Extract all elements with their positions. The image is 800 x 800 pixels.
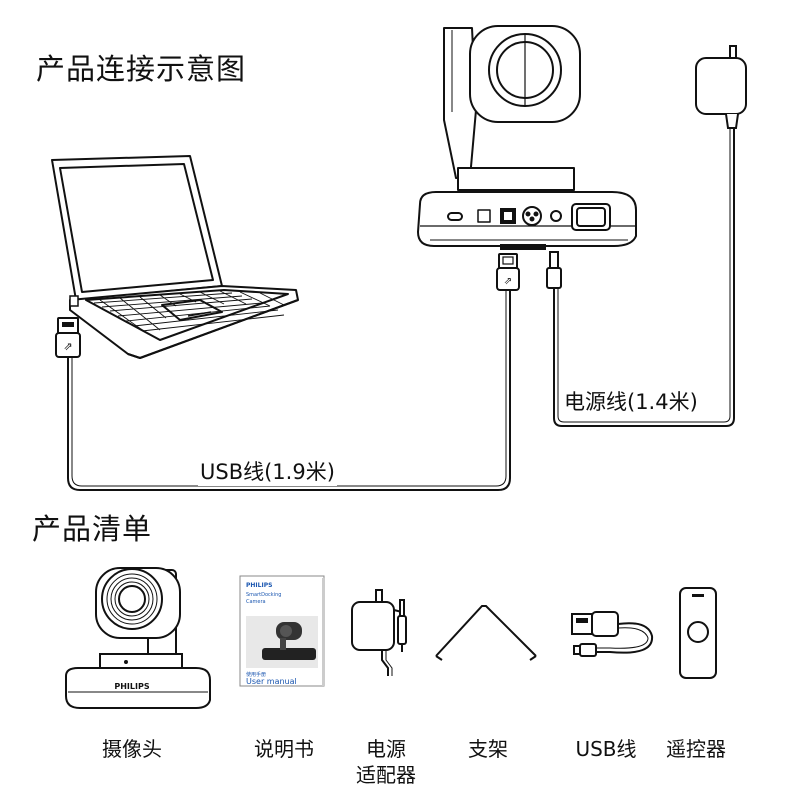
manual-small-text: 使用手册	[246, 672, 267, 678]
manual-brand: PHILIPS	[246, 582, 273, 589]
power-adapter	[695, 45, 747, 129]
ptz-camera	[417, 25, 637, 250]
item-power-adapter-illustration	[351, 589, 407, 676]
item-label-power-adapter: 电源 适配器	[356, 737, 416, 787]
manual-subtitle-2: Camera	[246, 599, 266, 605]
item-label-manual: 说明书	[254, 737, 314, 761]
item-label-remote: 遥控器	[666, 737, 726, 761]
power-cable-edge	[557, 128, 731, 423]
item-label-stand: 支架	[468, 737, 508, 761]
manual-title: User manual	[246, 677, 297, 686]
svg-text:⇗: ⇗	[63, 340, 72, 353]
manual-subtitle: SmartDocking	[246, 592, 282, 598]
usb-b-plug: ⇗	[496, 253, 520, 291]
usb-cable	[67, 290, 511, 491]
item-label-camera: 摄像头	[102, 737, 162, 761]
camera-brand-text: PHILIPS	[114, 682, 149, 691]
laptop-keyboard	[93, 290, 285, 335]
usb-cable-label: USB线(1.9米)	[198, 456, 337, 486]
svg-text:⇗: ⇗	[504, 276, 512, 287]
power-cable-label: 电源线(1.4米)	[562, 386, 700, 416]
product-list-title: 产品清单	[32, 512, 153, 546]
item-usb-cable-illustration	[571, 611, 654, 657]
dc-plug	[546, 251, 562, 289]
laptop-usb-port	[69, 295, 79, 307]
usb-a-plug: ⇗	[55, 317, 81, 358]
item-remote-illustration	[679, 587, 717, 679]
usb-cable-edge	[71, 290, 507, 487]
item-label-usb-cable: USB线	[575, 737, 637, 761]
power-cable	[553, 128, 735, 427]
item-stand-illustration	[435, 605, 537, 661]
item-camera-illustration	[65, 567, 211, 709]
connection-diagram: ⇗ ⇗	[51, 25, 747, 491]
connection-diagram-title: 产品连接示意图	[36, 52, 247, 86]
